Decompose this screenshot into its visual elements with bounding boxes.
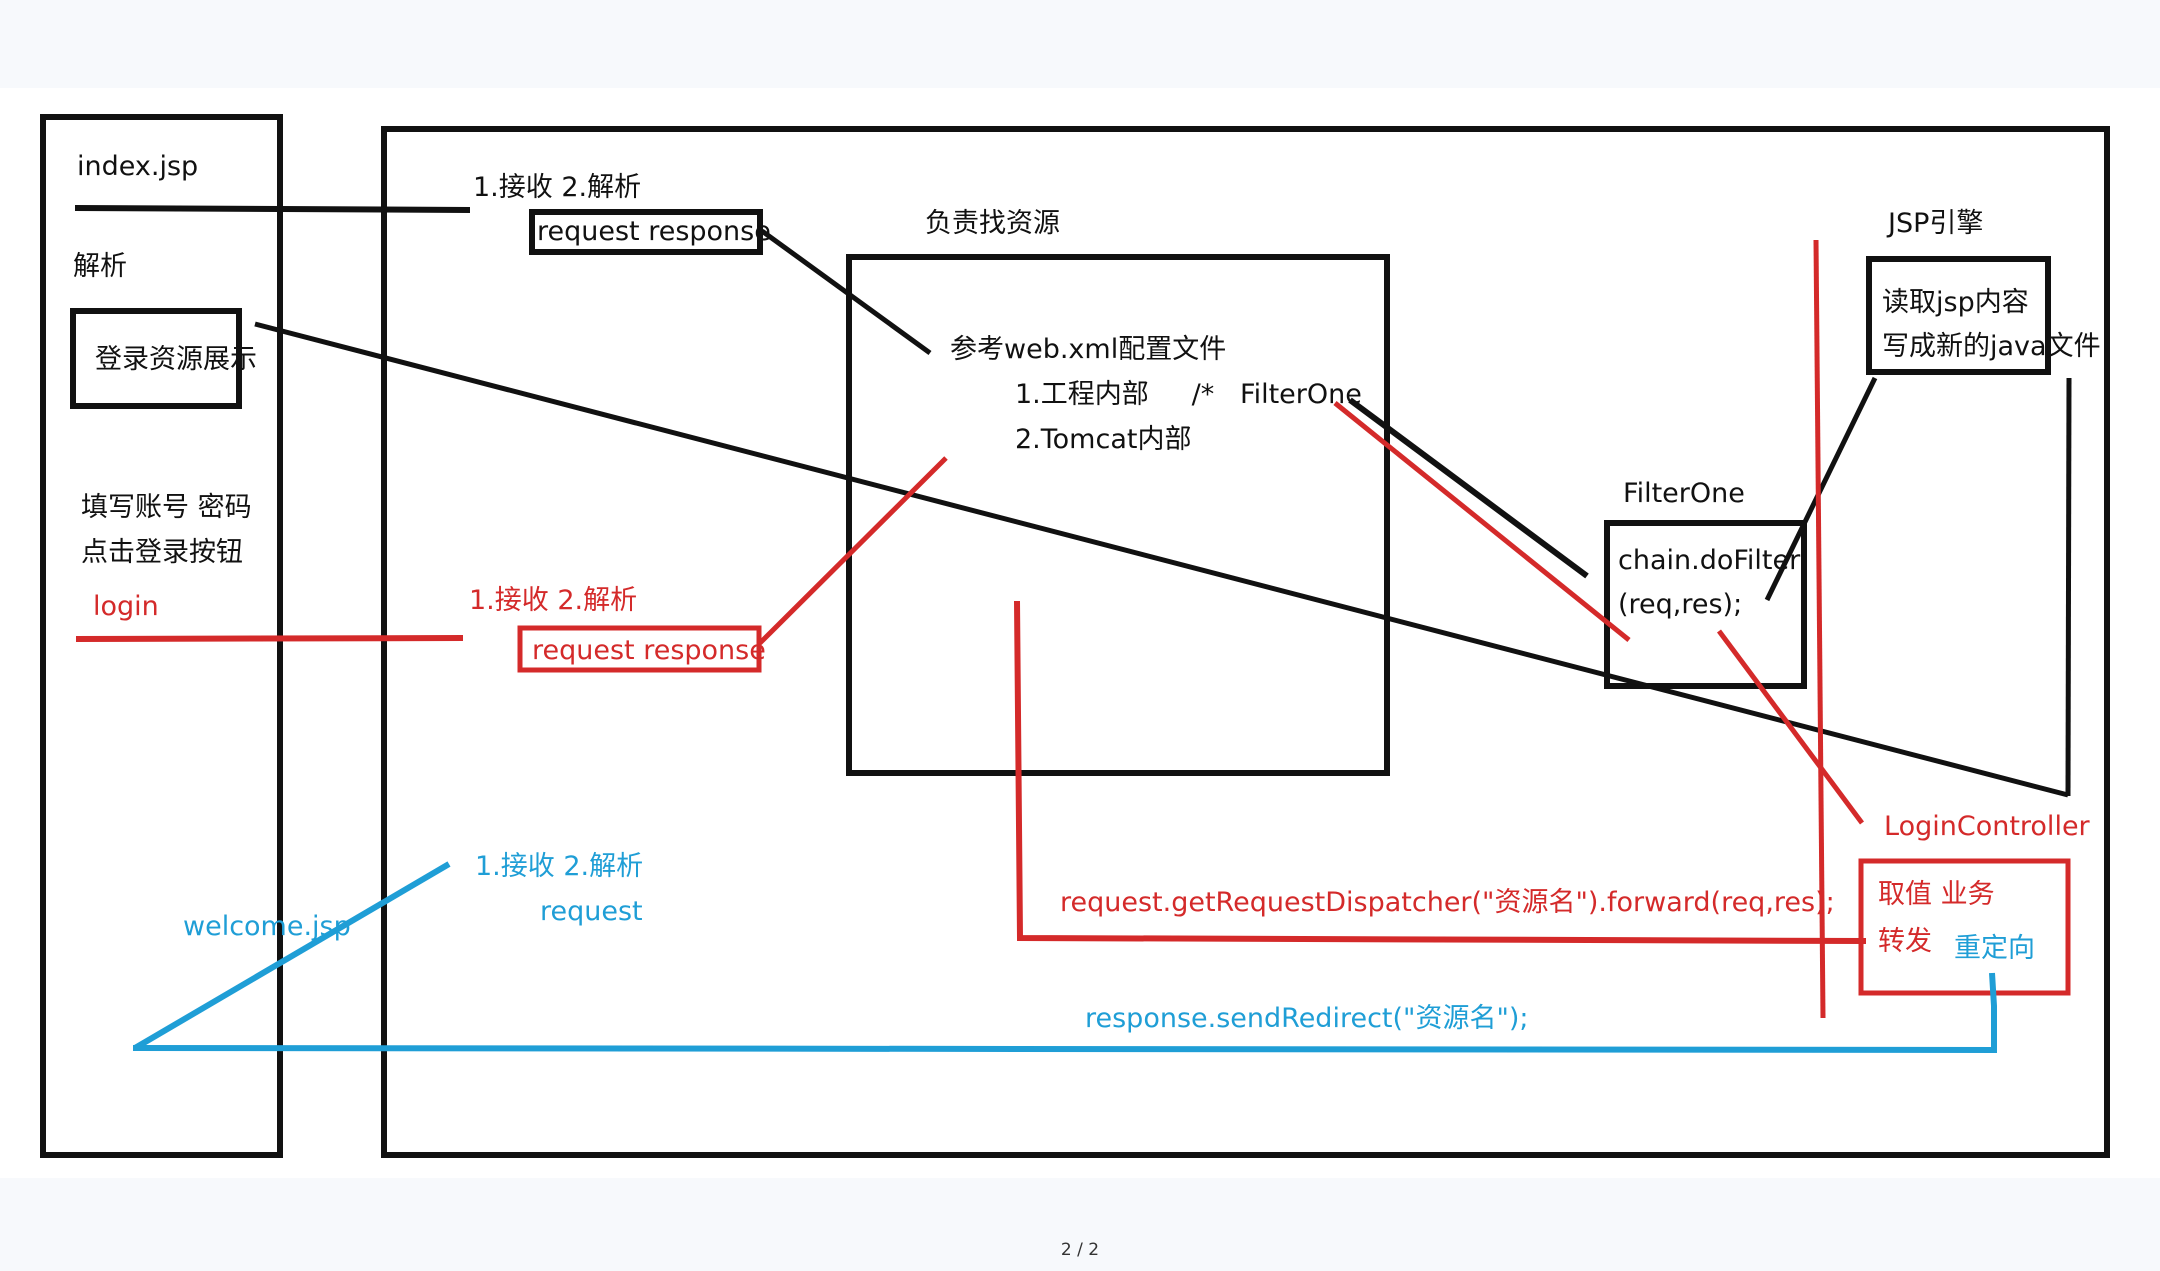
fill-account-label: 填写账号 密码 (81, 492, 252, 523)
req-res-label-top: request response (537, 216, 771, 247)
filterone-connector-line (1348, 397, 1589, 579)
chain-dofilter-label: chain.doFilter (1618, 545, 1801, 576)
welcome-jsp-label: welcome.jsp (183, 911, 351, 942)
red-vertical-line (1813, 239, 1826, 1019)
jsp-engine-label: JSP引擎 (1886, 208, 1983, 239)
red-reqres-to-finder-line (758, 456, 948, 645)
req-res-args-label: (req,res); (1618, 589, 1742, 620)
project-internal-label: 1.工程内部 /* FilterOne (1015, 379, 1362, 410)
redirect-label: 重定向 (1954, 933, 2035, 964)
forward-code-label: request.getRequestDispatcher("资源名").forw… (1060, 887, 1835, 918)
req-res-box-top (529, 209, 763, 255)
web-xml-label: 参考web.xml配置文件 (950, 334, 1226, 365)
red-to-controller-line (1716, 629, 1865, 825)
filterone-title: FilterOne (1623, 478, 1745, 509)
page-number: 2 / 2 (1060, 1240, 1100, 1260)
write-java-label: 写成新的java文件 (1882, 331, 2101, 362)
resource-finder-box (846, 254, 1390, 776)
redirect-code-label: response.sendRedirect("资源名"); (1085, 1003, 1529, 1034)
filter-to-jsp-line (1764, 376, 1878, 602)
index-arrow-line (74, 205, 471, 213)
receive-parse-label-red: 1.接收 2.解析 (469, 585, 637, 616)
diagram-canvas: index.jsp 解析 登录资源展示 填写账号 密码 点击登录按钮 1.接收 … (0, 88, 2160, 1178)
reqres-to-finder-line (760, 228, 932, 356)
login-arrow-line (75, 635, 464, 642)
login-label: login (93, 591, 159, 622)
login-display-box (70, 308, 242, 409)
forward-path-line (1014, 600, 1867, 944)
jsp-engine-box (1866, 256, 2051, 375)
parse-label: 解析 (73, 251, 127, 282)
read-jsp-label: 读取jsp内容 (1882, 287, 2029, 318)
login-controller-label: LoginController (1884, 811, 2091, 842)
login-controller-box (1858, 858, 2071, 996)
diagram-svg: index.jsp 解析 登录资源展示 填写账号 密码 点击登录按钮 1.接收 … (40, 114, 2110, 1158)
login-display-label: 登录资源展示 (95, 344, 257, 375)
click-login-label: 点击登录按钮 (81, 537, 243, 568)
get-value-label: 取值 业务 (1878, 879, 1995, 910)
req-res-box-red (517, 625, 762, 673)
tomcat-internal-label: 2.Tomcat内部 (1015, 424, 1191, 455)
jsp-down-line (2065, 377, 2072, 797)
receive-parse-label-blue: 1.接收 2.解析 (475, 851, 643, 882)
red-filter-line (1333, 401, 1631, 642)
filterone-box (1604, 520, 1807, 689)
req-res-label-red: request response (532, 635, 766, 666)
server-box (381, 126, 2110, 1158)
request-label-blue: request (540, 896, 643, 927)
welcome-diagonal-line (133, 861, 451, 1051)
receive-parse-label-top: 1.接收 2.解析 (473, 172, 641, 203)
long-diagonal-line (254, 321, 2069, 798)
forward-label: 转发 (1878, 926, 1932, 957)
redirect-path-line (132, 972, 1997, 1054)
index-jsp-label: index.jsp (77, 151, 198, 182)
find-resource-label: 负责找资源 (925, 208, 1060, 239)
